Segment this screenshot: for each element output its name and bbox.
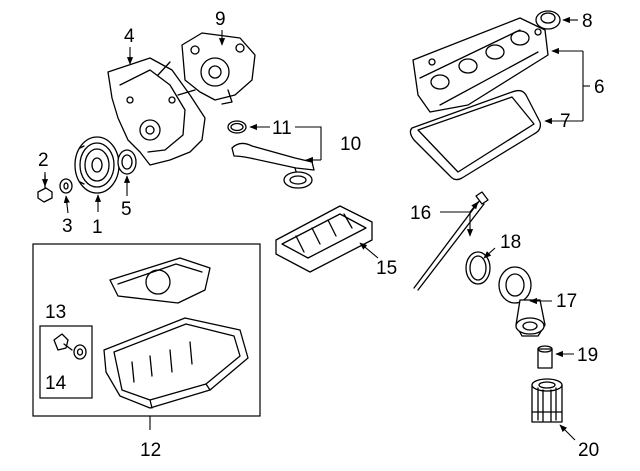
filter-fitting-part: [537, 345, 553, 369]
leader-lines: [41, 16, 590, 441]
filter-adapter-gasket-part: [465, 251, 491, 285]
callout-12: 12: [140, 440, 161, 461]
callout-20: 20: [578, 440, 599, 461]
oil-pickup-tube-part: [231, 142, 315, 189]
oil-pan-baffle-part: [109, 257, 211, 304]
drain-plug-gasket-part: [73, 344, 87, 360]
o-ring-part: [227, 120, 247, 134]
oil-pan-group-box: [32, 243, 261, 417]
callout-18: 18: [500, 232, 521, 253]
callout-11: 11: [272, 118, 292, 139]
dipstick-part: [413, 191, 489, 291]
front-seal-part: [117, 149, 137, 175]
oil-filler-cap-part: [535, 10, 561, 30]
callout-4: 4: [124, 26, 135, 47]
callout-13: 13: [45, 302, 66, 323]
callout-17: 17: [556, 291, 577, 312]
callout-7: 7: [560, 111, 571, 132]
callout-10: 10: [340, 134, 361, 155]
crankshaft-pulley-part: [74, 136, 120, 194]
callout-1: 1: [92, 217, 103, 238]
drain-plug-group-box: [39, 325, 93, 399]
callout-6: 6: [594, 77, 605, 98]
valve-cover-gasket-part: [409, 89, 542, 181]
callout-19: 19: [577, 345, 598, 366]
timing-cover-part: [107, 57, 206, 166]
callout-3: 3: [62, 216, 73, 237]
callout-5: 5: [121, 199, 132, 220]
oil-filter-adapter-part: [498, 266, 546, 337]
drain-plug-part: [53, 333, 73, 351]
callout-8: 8: [582, 11, 593, 32]
callout-15: 15: [376, 258, 397, 279]
callout-2: 2: [38, 150, 49, 171]
washer-part: [59, 178, 73, 194]
callout-9: 9: [215, 9, 226, 30]
callout-16: 16: [410, 203, 431, 224]
water-pump-part: [181, 32, 256, 105]
callout-14: 14: [45, 373, 67, 394]
valve-cover-part: [412, 17, 549, 113]
oil-filter-part: [531, 378, 563, 423]
windage-tray-part: [275, 205, 373, 273]
oil-pan-part: [103, 317, 249, 409]
callout-labels: 1 2 3 4 5 6 7 8 9 10 11 12 13 14 15 16 1…: [38, 9, 605, 461]
